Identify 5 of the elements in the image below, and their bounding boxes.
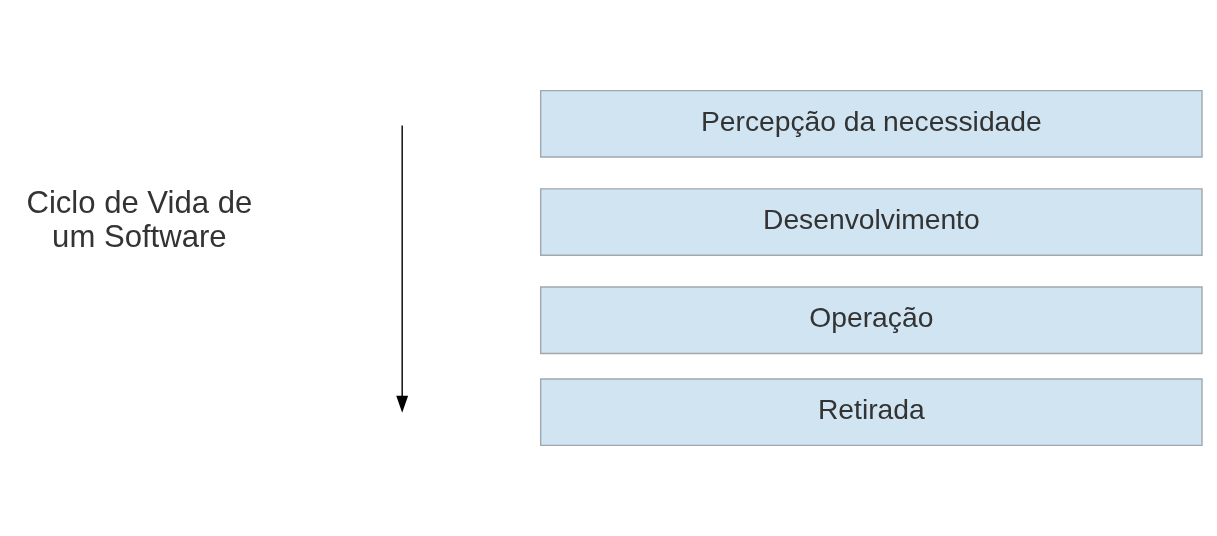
label: Ciclo de Vida de um Software bbox=[26, 185, 253, 254]
node-box: Percepção da necessidade bbox=[539, 89, 1203, 158]
node-box: Desenvolvimento bbox=[539, 188, 1203, 256]
node-box: Operação bbox=[539, 286, 1203, 355]
node-box: Retirada bbox=[539, 378, 1203, 447]
